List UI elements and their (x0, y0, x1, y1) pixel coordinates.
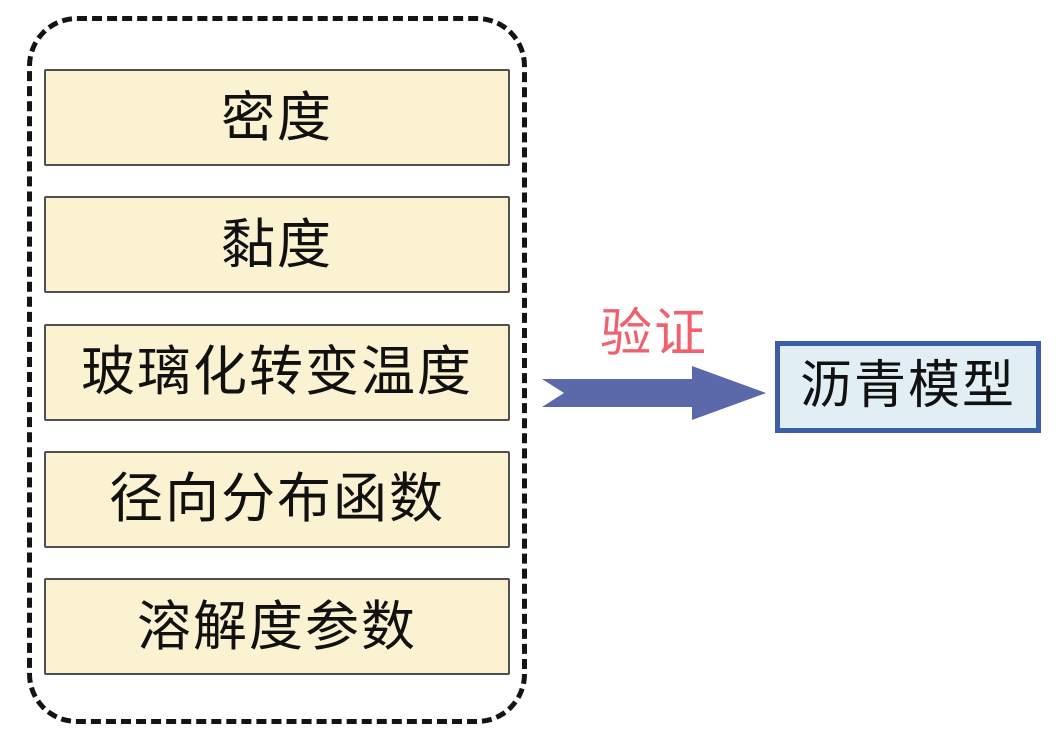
property-label-glass-transition-temperature: 玻璃化转变温度 (81, 342, 473, 402)
arrow-shape (541, 366, 766, 421)
property-box-density: 密度 (44, 69, 510, 166)
asphalt-model-label: 沥青模型 (799, 358, 1016, 415)
property-label-solubility-parameter: 溶解度参数 (137, 596, 417, 657)
validation-label: 验证 (599, 306, 708, 363)
property-label-radial-distribution-function: 径向分布函数 (109, 469, 445, 530)
property-box-viscosity: 黏度 (44, 196, 510, 294)
validation-arrow-group: 验证 (540, 306, 768, 421)
property-label-density: 密度 (221, 87, 333, 148)
property-box-glass-transition-temperature: 玻璃化转变温度 (44, 323, 510, 421)
property-box-solubility-parameter: 溶解度参数 (44, 578, 510, 675)
asphalt-model-box: 沥青模型 (775, 341, 1041, 433)
asphalt-properties-group: 密度 黏度 玻璃化转变温度 径向分布函数 溶解度参数 (27, 16, 527, 724)
property-box-radial-distribution-function: 径向分布函数 (44, 450, 510, 548)
right-block-arrow-icon (541, 366, 766, 421)
property-label-viscosity: 黏度 (221, 214, 333, 275)
